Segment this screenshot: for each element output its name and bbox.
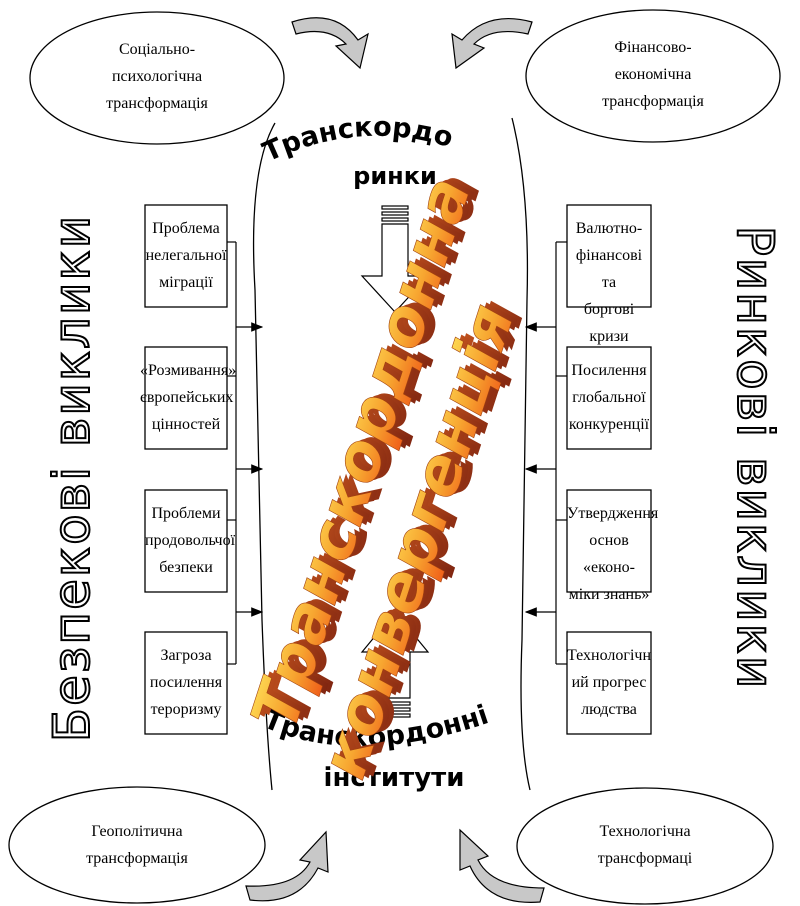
- ellipse-top-right-text: Фінансово- економічна трансформація: [602, 39, 704, 110]
- right-connector: [524, 241, 567, 665]
- ellipse-bottom-right: [516, 787, 774, 905]
- ellipse-top-right: [525, 9, 781, 143]
- arc-title-top-line2: ринки: [353, 162, 437, 190]
- curved-arrow-top-left: [291, 17, 369, 70]
- up-block-arrow: [360, 611, 430, 718]
- side-title-left: Безпекові виклики: [42, 213, 102, 743]
- right-boxes: [566, 204, 652, 735]
- curved-arrow-bottom-left: [245, 830, 329, 902]
- ellipse-top-left: [29, 11, 285, 145]
- right-box-1-text: Валютно- фінансові та боргові кризи: [575, 220, 643, 345]
- left-box-1-text: Проблема нелегальної міграції: [145, 220, 227, 291]
- right-box-1: [566, 204, 652, 308]
- side-title-right: Ринкові виклики: [725, 225, 785, 692]
- left-box-2: [144, 346, 228, 450]
- left-box-4: [144, 631, 228, 735]
- column-left-boundary: [252, 122, 276, 791]
- curved-arrow-bottom-right: [459, 828, 545, 903]
- right-box-2: [566, 346, 652, 450]
- left-box-1: [144, 204, 228, 308]
- curved-arrow-top-right: [451, 18, 533, 70]
- arc-title-bottom-line2: інститути: [324, 763, 465, 793]
- right-box-3-text: Утвердження основ «еконо- міки знань»: [567, 505, 659, 603]
- right-box-4: [566, 631, 652, 735]
- down-block-arrow: [360, 205, 430, 313]
- left-box-3: [144, 489, 228, 593]
- left-box-3-text: Проблеми продовольчої безпеки: [145, 505, 236, 576]
- center-wordart: Транскордонна Транскордонна Транскордонн…: [238, 165, 540, 788]
- ellipse-bottom-right-text: Технологічна трансформаці: [597, 823, 693, 867]
- left-connector: [227, 241, 264, 665]
- ellipse-bottom-left-text: Геополітична трансформація: [86, 823, 188, 867]
- right-box-2-text: Посилення глобальної конкуренції: [568, 362, 650, 433]
- ellipse-top-left-text: Соціально- психологічна трансформація: [106, 41, 208, 112]
- right-box-4-text: Технологічн ий прогрес людства: [567, 647, 652, 718]
- left-box-2-text: «Розмивання» європейських цінностей: [140, 362, 237, 433]
- left-box-4-text: Загроза посилення тероризму: [149, 647, 223, 718]
- right-box-3: [566, 489, 652, 593]
- column-right-boundary: [511, 117, 531, 791]
- ellipse-bottom-left: [8, 786, 266, 904]
- left-boxes: [144, 204, 228, 735]
